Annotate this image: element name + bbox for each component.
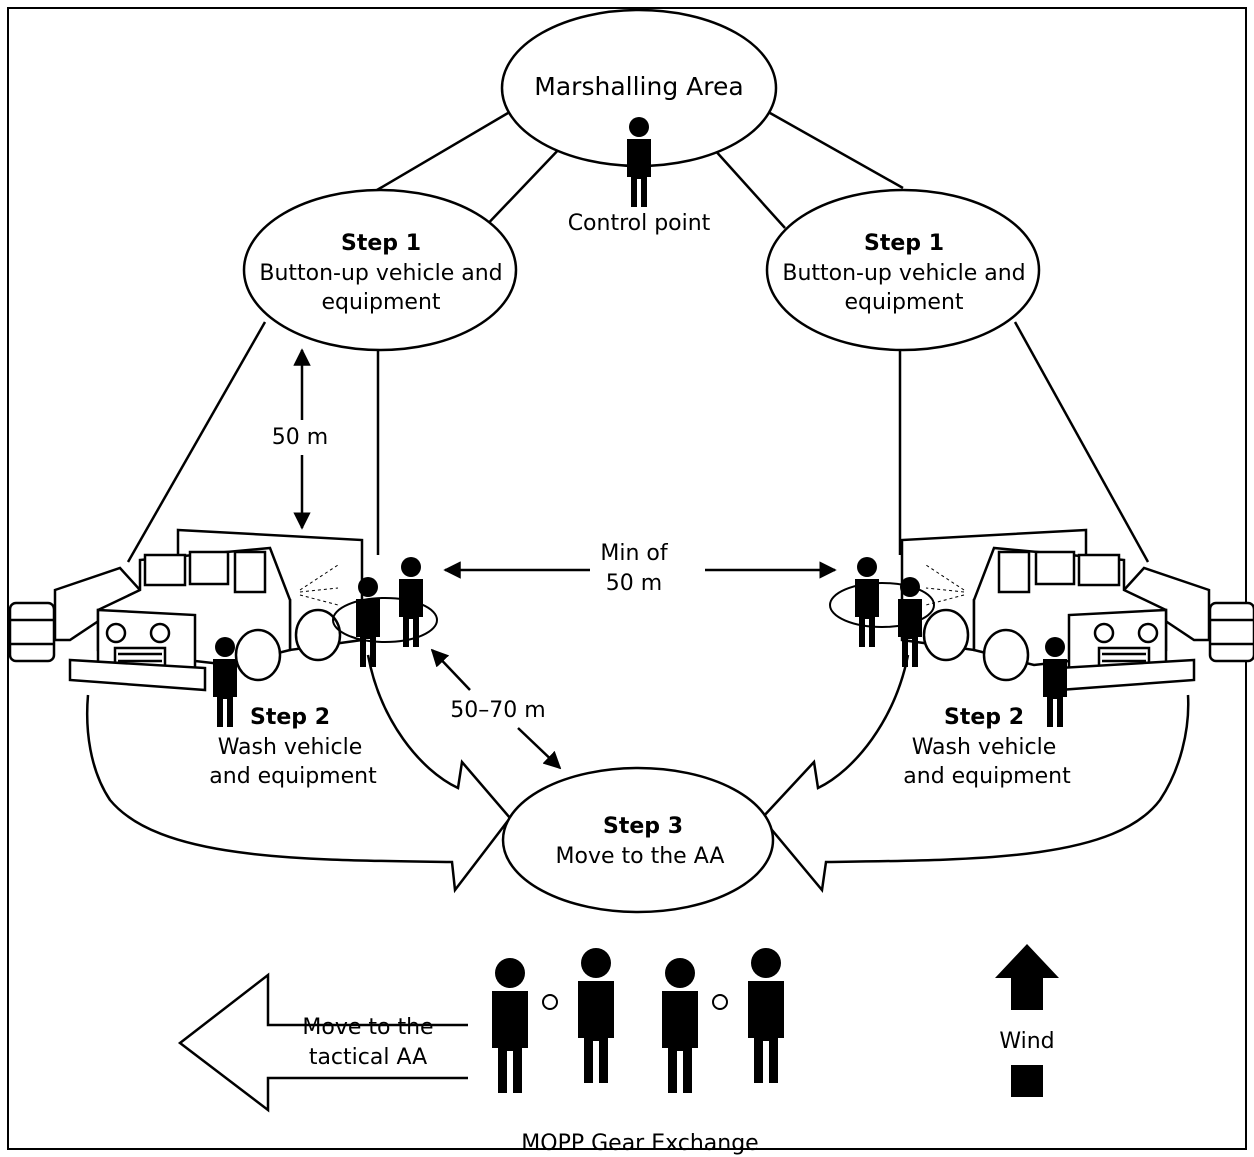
step1-right-title: Step 1 xyxy=(864,231,944,256)
min-distance-line1: Min of xyxy=(600,541,668,566)
marshalling-area-label: Marshalling Area xyxy=(534,72,743,101)
step3-title: Step 3 xyxy=(603,814,683,839)
distance-50m-label: 50 m xyxy=(272,425,328,450)
tactical-aa-line1: Move to the xyxy=(302,1015,433,1040)
control-point-label: Control point xyxy=(568,211,711,236)
mask-icon xyxy=(712,994,728,1010)
page-border xyxy=(7,7,1247,1150)
step2-right-line2: and equipment xyxy=(903,764,1071,789)
person-icon xyxy=(748,948,784,1083)
step1-left-line1: Button-up vehicle and xyxy=(259,261,502,286)
step2-right-title: Step 2 xyxy=(944,705,1024,730)
person-icon xyxy=(898,577,922,667)
step2-left-line1: Wash vehicle xyxy=(218,735,363,760)
wind-label: Wind xyxy=(999,1029,1054,1054)
left-wash-hose xyxy=(332,597,438,643)
person-icon xyxy=(578,948,614,1083)
left-truck xyxy=(8,528,364,692)
left-flow-arrow xyxy=(85,654,512,894)
person-icon xyxy=(356,577,380,667)
step1-left-line2: equipment xyxy=(321,290,440,315)
min-distance-line2: 50 m xyxy=(606,571,662,596)
step2-left-title: Step 2 xyxy=(250,705,330,730)
control-point-person-icon xyxy=(627,117,651,207)
person-icon xyxy=(1043,637,1067,727)
mopp-exchange-group xyxy=(492,948,784,1093)
step3-line1: Move to the AA xyxy=(556,844,725,869)
tactical-aa-arrow xyxy=(177,972,468,1113)
step1-right-ellipse xyxy=(765,188,1041,352)
distance-arrows xyxy=(293,348,837,770)
person-icon xyxy=(492,958,528,1093)
person-icon xyxy=(662,958,698,1093)
right-wash-hose xyxy=(829,582,935,628)
person-icon xyxy=(399,557,423,647)
tactical-aa-line2: tactical AA xyxy=(309,1045,427,1070)
distance-50-70-label: 50–70 m xyxy=(450,698,545,723)
step1-right-line1: Button-up vehicle and xyxy=(782,261,1025,286)
step2-right-line1: Wash vehicle xyxy=(912,735,1057,760)
mask-icon xyxy=(542,994,558,1010)
right-truck xyxy=(900,528,1254,692)
step1-right-line2: equipment xyxy=(844,290,963,315)
person-icon xyxy=(213,637,237,727)
step3-ellipse xyxy=(501,766,775,914)
person-icon xyxy=(855,557,879,647)
connector-lines xyxy=(126,111,1150,563)
wind-arrow-icon xyxy=(995,944,1059,1097)
right-flow-arrow xyxy=(760,654,1190,893)
step1-left-title: Step 1 xyxy=(341,231,421,256)
mopp-gear-exchange-label: MOPP Gear Exchange xyxy=(521,1131,758,1156)
step1-left-ellipse xyxy=(242,188,518,352)
step2-left-line2: and equipment xyxy=(209,764,377,789)
